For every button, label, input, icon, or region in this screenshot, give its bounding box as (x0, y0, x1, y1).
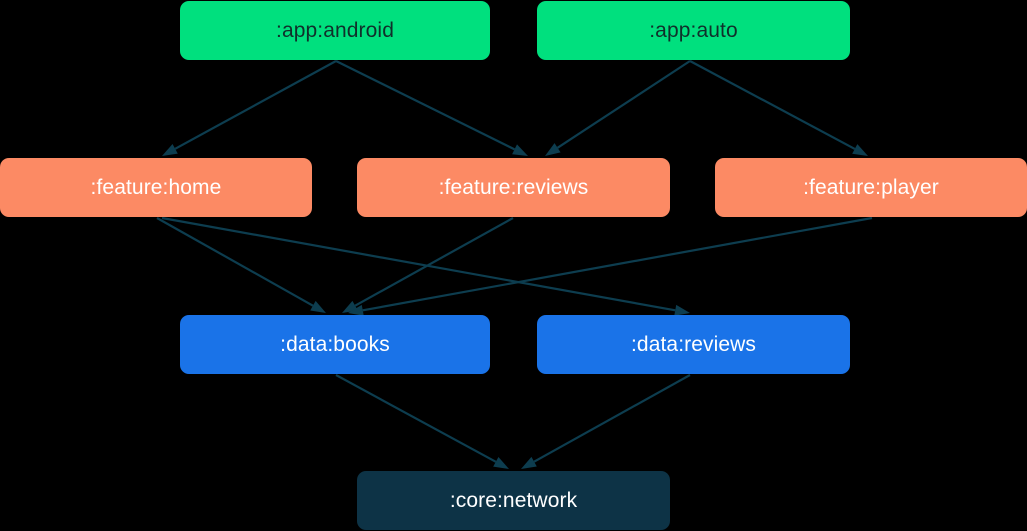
node-data-books[interactable]: :data:books (180, 315, 490, 374)
arrowhead-icon (521, 456, 537, 469)
arrowhead-icon (493, 457, 509, 469)
node-app-android[interactable]: :app:android (180, 1, 490, 60)
node-label-feature-home: :feature:home (90, 176, 222, 199)
node-data-reviews[interactable]: :data:reviews (537, 315, 850, 374)
edge-feature-home-to-data-books (156, 217, 326, 313)
arrowhead-icon (545, 143, 561, 156)
edge-app-auto-to-feature-player (689, 60, 868, 156)
edge-app-android-to-feature-home (162, 60, 337, 156)
arrowhead-icon (512, 144, 528, 156)
node-label-app-auto: :app:auto (649, 19, 738, 42)
node-feature-player[interactable]: :feature:player (715, 158, 1027, 217)
edge-data-books-to-core-network (335, 374, 509, 469)
node-app-auto[interactable]: :app:auto (537, 1, 850, 60)
arrowhead-icon (342, 300, 358, 313)
edge-feature-player-to-data-books (348, 216, 873, 316)
node-core-network[interactable]: :core:network (357, 471, 670, 530)
node-feature-reviews[interactable]: :feature:reviews (357, 158, 670, 217)
arrowhead-icon (162, 143, 178, 156)
node-label-feature-player: :feature:player (803, 176, 939, 199)
node-label-feature-reviews: :feature:reviews (438, 176, 589, 199)
arrowhead-icon (310, 300, 326, 313)
node-label-data-reviews: :data:reviews (630, 333, 757, 356)
edge-app-auto-to-feature-reviews (545, 60, 691, 156)
node-label-core-network: :core:network (449, 489, 578, 512)
node-feature-home[interactable]: :feature:home (0, 158, 312, 217)
node-label-data-books: :data:books (280, 333, 390, 356)
arrowhead-icon (852, 144, 868, 156)
edge-feature-home-to-data-reviews (161, 216, 690, 316)
edge-feature-reviews-to-data-books (342, 217, 514, 313)
edge-app-android-to-feature-reviews (335, 60, 528, 156)
node-label-app-android: :app:android (276, 19, 394, 42)
edge-data-reviews-to-core-network (521, 374, 691, 469)
